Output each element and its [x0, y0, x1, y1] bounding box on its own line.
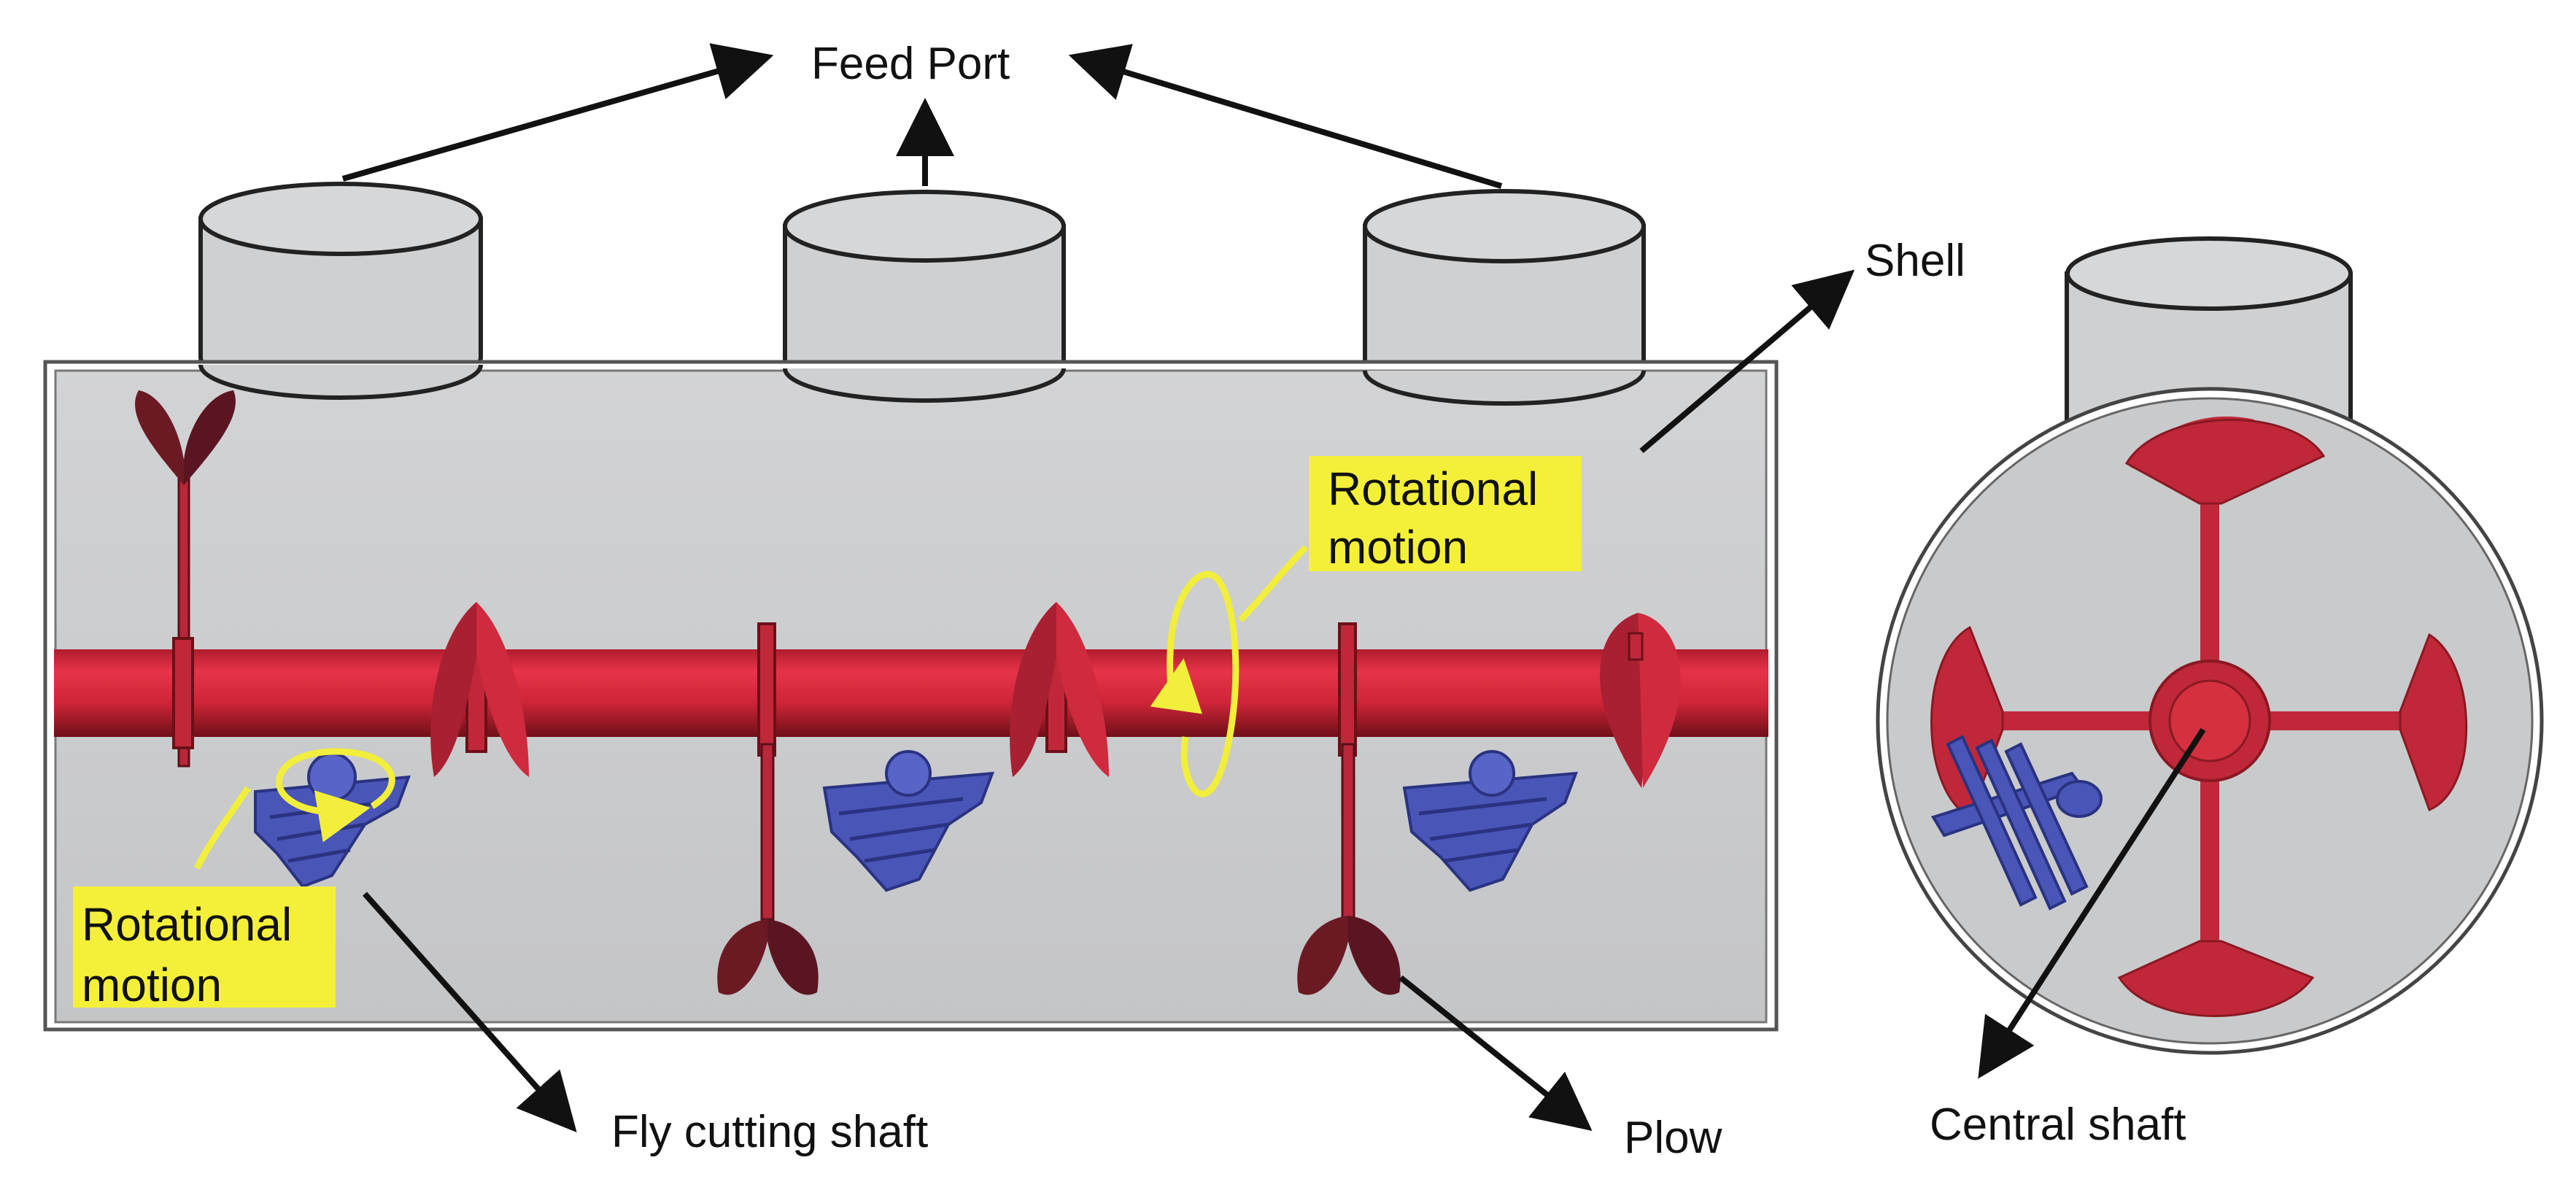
plow-lower-middle — [717, 743, 819, 995]
rotational-motion-highlight-cutter — [73, 886, 336, 1008]
shaft-blade-3 — [1599, 613, 1681, 788]
shaft-blade-1 — [430, 602, 529, 777]
shaft-blade-2 — [1010, 602, 1109, 777]
feed-port-right — [1363, 189, 1646, 398]
rotation-arrow-fly-cutter — [193, 748, 395, 870]
fly-cutter-right — [1402, 750, 1578, 892]
label-rotational-motion-central-line1: Rotational — [1328, 463, 1538, 515]
rotation-arrow-central-shaft — [1150, 544, 1309, 797]
label-feed-port: Feed Port — [811, 39, 1010, 89]
feed-port-middle — [783, 190, 1066, 395]
plow-lower-right — [1297, 743, 1401, 995]
label-fly-cutting-shaft: Fly cutting shaft — [611, 1107, 928, 1157]
feed-port-left — [198, 182, 483, 393]
fly-cutter-end-view — [1930, 735, 2103, 911]
central-shaft-side-view — [54, 649, 1768, 737]
label-shell: Shell — [1865, 236, 1965, 286]
label-plow: Plow — [1624, 1113, 1722, 1163]
rotational-motion-highlight-central — [1309, 456, 1582, 571]
label-central-shaft: Central shaft — [1930, 1100, 2186, 1150]
feed-port-end-view — [2065, 236, 2353, 429]
label-rotational-motion-cutter-line2: motion — [82, 959, 222, 1011]
central-shaft-end-view — [1930, 416, 2468, 1017]
leader-arrows — [341, 43, 2206, 1132]
label-rotational-motion-central-line2: motion — [1328, 521, 1468, 573]
label-rotational-motion-cutter-line1: Rotational — [82, 898, 292, 951]
fly-cutter-middle — [822, 750, 994, 892]
